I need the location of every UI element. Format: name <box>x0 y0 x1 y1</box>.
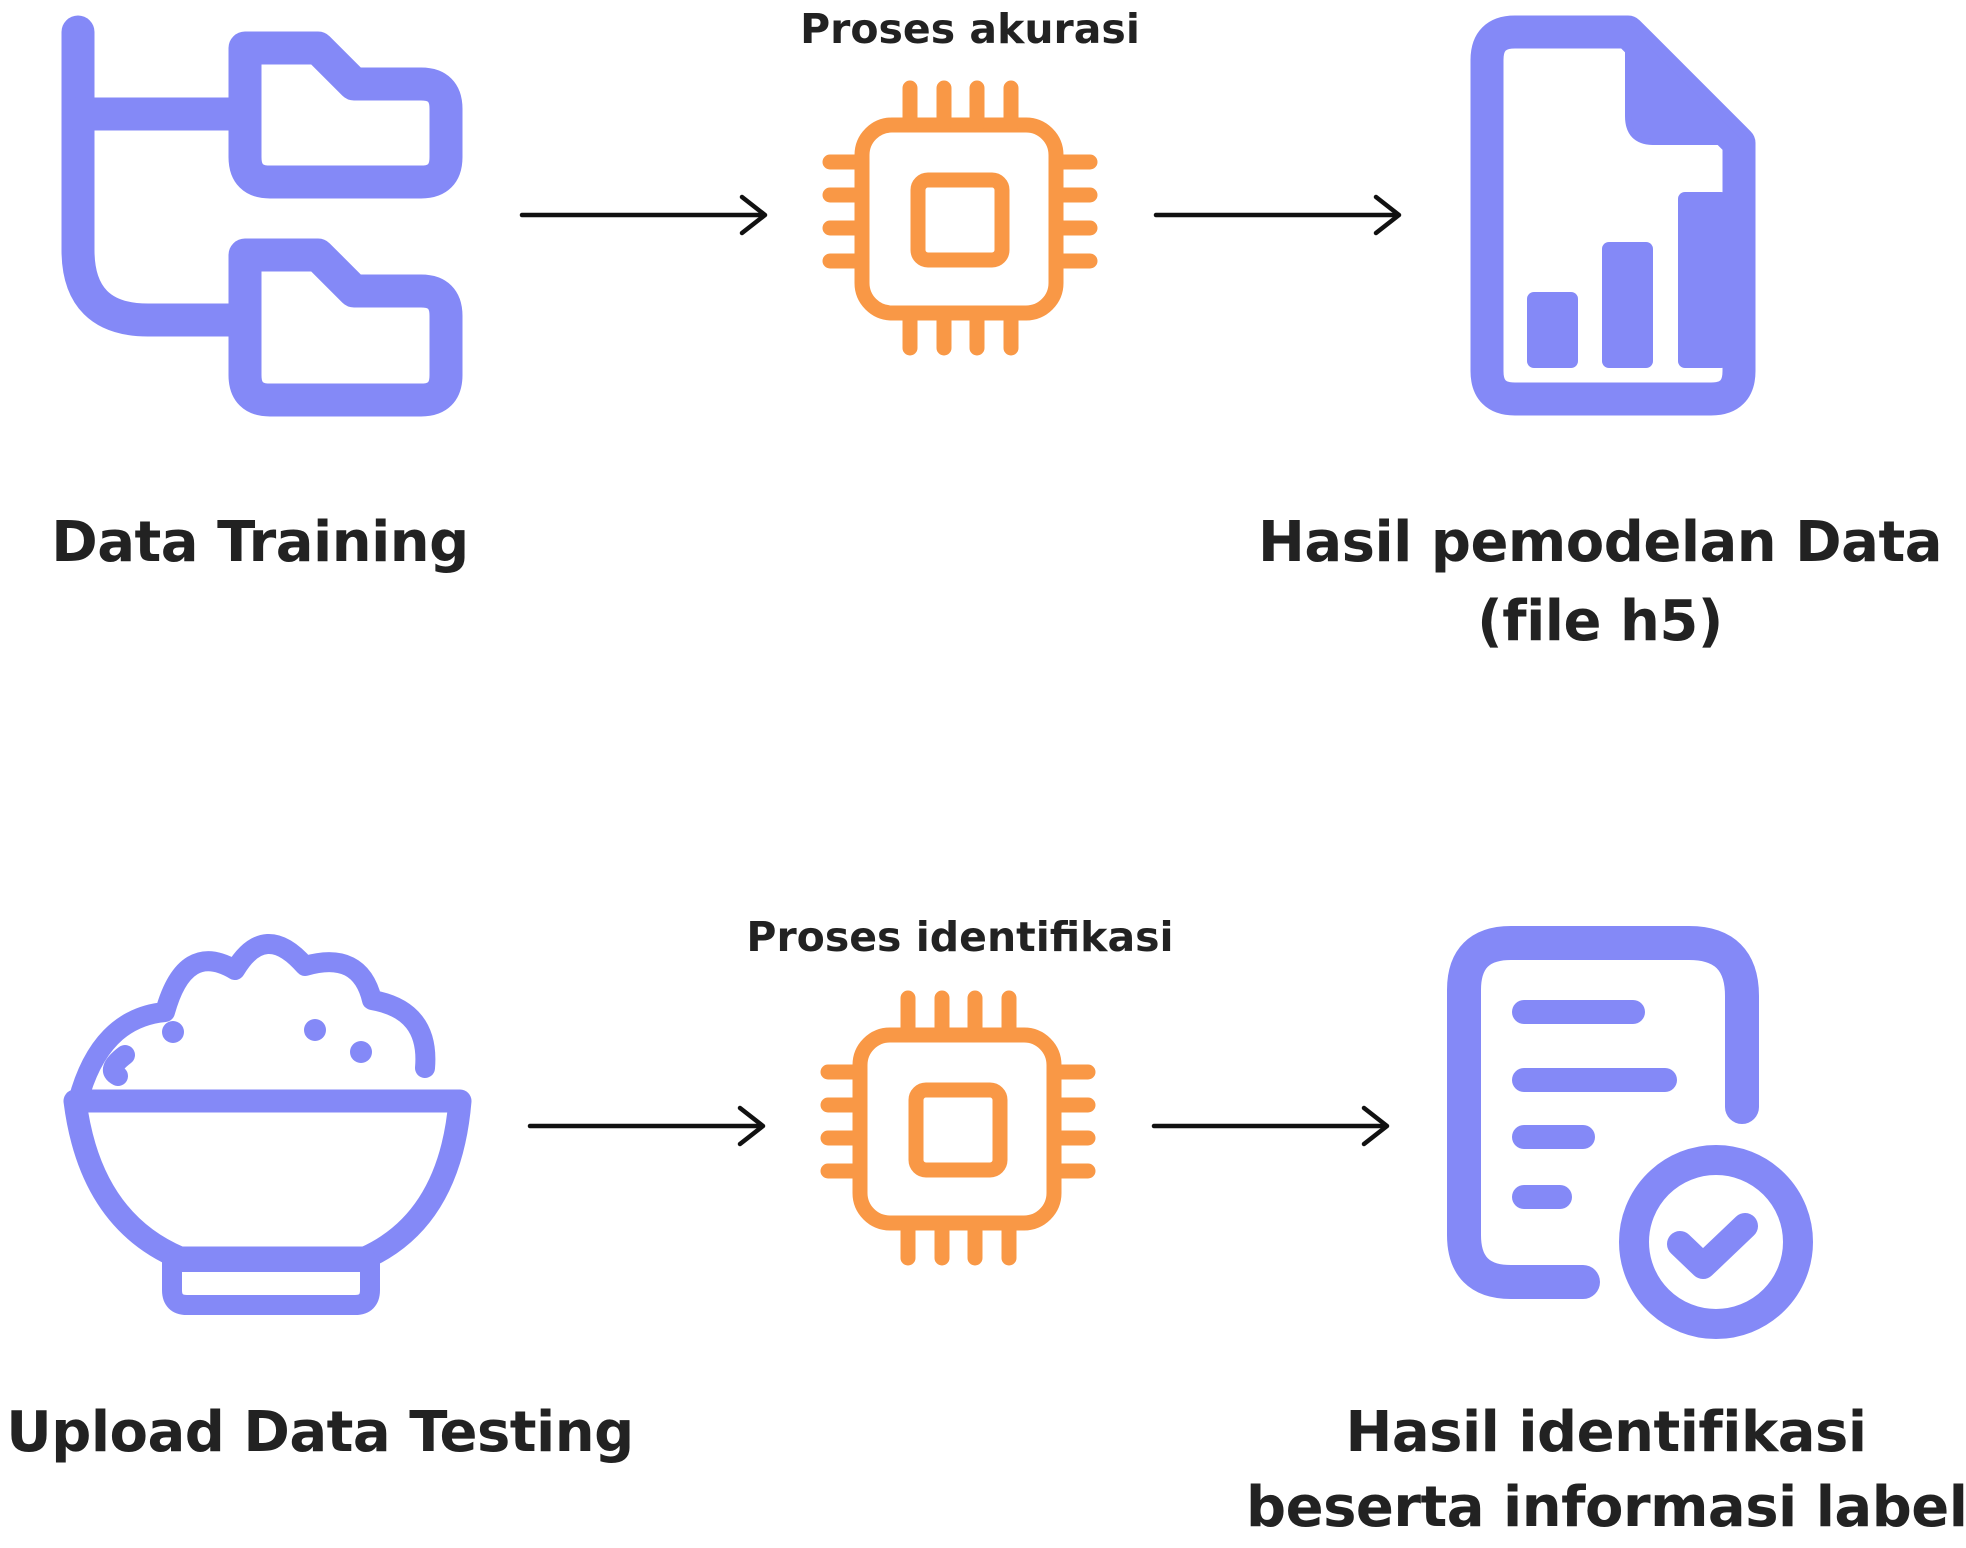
hasil-identifikasi-label-line1: Hasil identifikasi <box>1345 1400 1867 1465</box>
hasil-identifikasi-label-line2: beserta informasi label <box>1246 1475 1966 1540</box>
data-training-label: Data Training <box>51 510 469 575</box>
arrow-right-icon <box>519 194 768 236</box>
hasil-pemodelan-label-line1: Hasil pemodelan Data <box>1257 510 1943 575</box>
proses-identifikasi-label: Proses identifikasi <box>746 913 1174 961</box>
document-check-icon <box>1447 926 1813 1339</box>
upload-data-testing-label: Upload Data Testing <box>6 1400 634 1465</box>
hasil-pemodelan-label-line2: (file h5) <box>1477 589 1723 654</box>
rice-bowl-icon <box>63 934 472 1315</box>
cpu-chip-icon <box>820 990 1096 1266</box>
cpu-chip-icon <box>822 80 1098 356</box>
chart-file-icon <box>1470 15 1756 416</box>
arrow-right-icon <box>527 1105 766 1147</box>
proses-akurasi-label: Proses akurasi <box>800 5 1140 53</box>
arrow-right-icon <box>1153 194 1402 236</box>
folder-tree-icon <box>61 15 463 417</box>
arrow-right-icon <box>1151 1105 1390 1147</box>
